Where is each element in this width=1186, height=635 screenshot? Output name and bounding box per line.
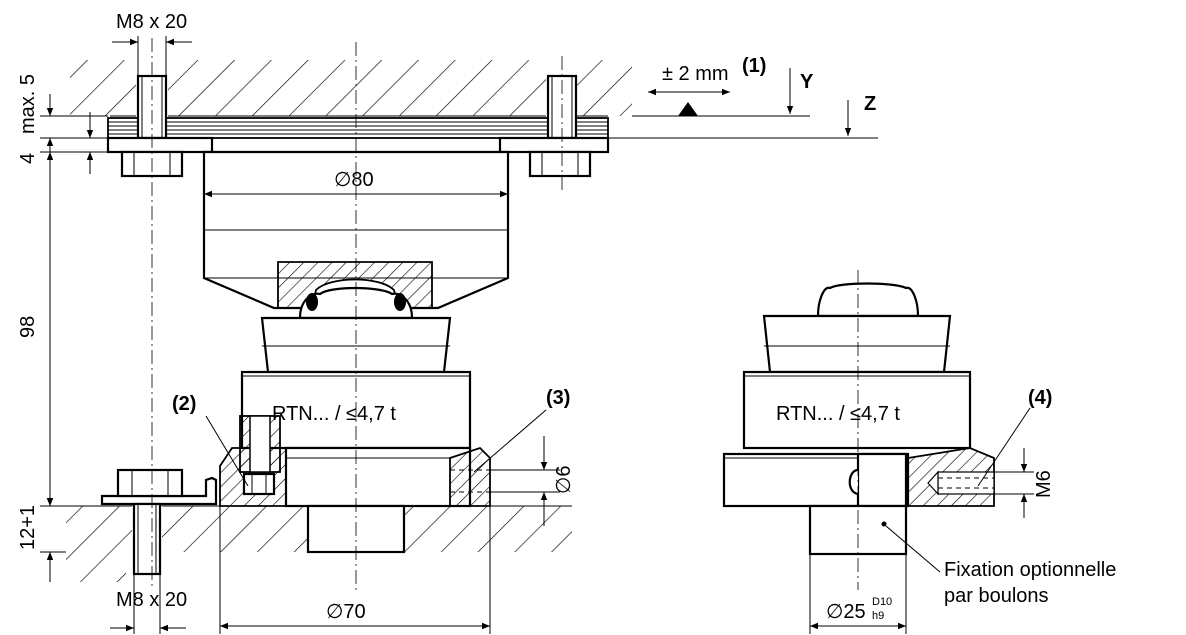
dim12-label: 12+1 (17, 505, 39, 550)
base-plate (66, 502, 572, 582)
axis-y-label: Y (800, 71, 814, 93)
dia25-label: ∅25 (826, 601, 866, 623)
tolerance-label: ± 2 mm (662, 63, 729, 85)
note-2-label: (2) (172, 393, 196, 415)
dimension-lines (40, 36, 1034, 634)
dim98-label: 98 (17, 316, 39, 338)
fixation-label-line2: par boulons (944, 585, 1049, 607)
dia80-label: ∅80 (334, 169, 374, 191)
note-3-label: (3) (546, 387, 570, 409)
model-left-label: RTN... / ≤4,7 t (272, 403, 396, 425)
fixation-label-line1: Fixation optionnelle (944, 559, 1116, 581)
note-4-label: (4) (1028, 387, 1052, 409)
top-bolt-left (106, 74, 214, 178)
model-right-label: RTN... / ≤4,7 t (776, 403, 900, 425)
center-lines (151, 38, 859, 590)
clamp-part-2 (239, 415, 281, 496)
dia25-tolerance-upper: D10 (872, 596, 892, 608)
axis-z-label: Z (864, 93, 876, 115)
m6-label: M6 (1033, 470, 1055, 498)
note-1-label: (1) (742, 55, 766, 77)
max5-label: max. 5 (17, 74, 39, 134)
dia6-label: ∅6 (553, 465, 575, 494)
top-bolt-right (498, 74, 610, 178)
bolt-bottom-label: M8 x 20 (116, 589, 187, 611)
dim4-label: 4 (17, 153, 39, 164)
shim-plates (107, 117, 609, 139)
dia25-tolerance-lower: h9 (872, 610, 884, 622)
dia70-label: ∅70 (326, 601, 366, 623)
bolt-top-label: M8 x 20 (116, 11, 187, 33)
bottom-bracket (100, 468, 218, 506)
